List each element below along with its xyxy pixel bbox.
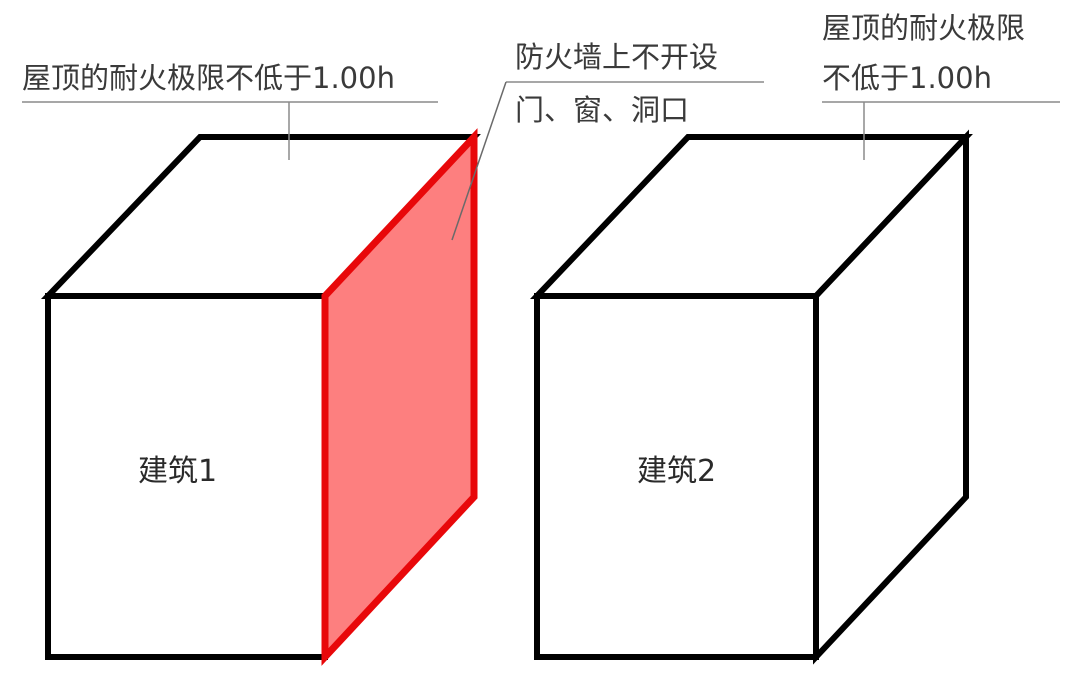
annotation-firewall: 防火墙上不开设 门、窗、洞口: [451, 40, 764, 241]
building-1-label: 建筑1: [138, 454, 217, 489]
building-1-cube: 建筑1: [40, 128, 481, 666]
annotation-roof-right: 屋顶的耐火极限 不低于1.00h: [822, 11, 1060, 160]
building-2-cube: 建筑2: [530, 129, 973, 665]
firewall-face: [321, 128, 478, 666]
roof-left-note: 屋顶的耐火极限不低于1.00h: [22, 61, 395, 95]
roof-right-note-line1: 屋顶的耐火极限: [822, 11, 1025, 45]
annotation-roof-left: 屋顶的耐火极限不低于1.00h: [22, 61, 438, 160]
firewall-note-line1: 防火墙上不开设: [515, 40, 718, 74]
roof-right-note-line2: 不低于1.00h: [822, 61, 992, 95]
building-2-side-face: [813, 129, 969, 665]
firewall-note-line2: 门、窗、洞口: [515, 93, 689, 127]
building-2-label: 建筑2: [637, 454, 716, 489]
firewall-leader: [451, 81, 507, 241]
building-1-front-face: [45, 293, 328, 660]
